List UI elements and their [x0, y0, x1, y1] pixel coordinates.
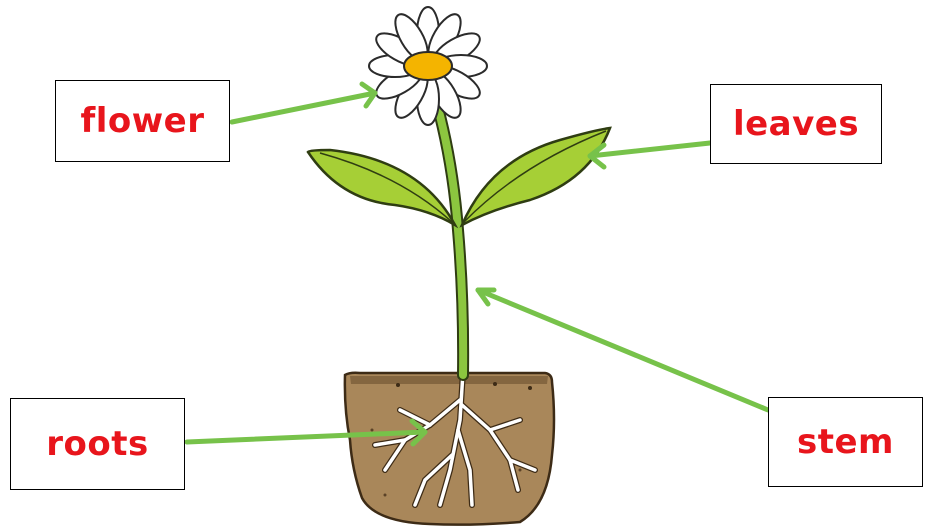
leaves-label-box: leaves [710, 84, 882, 164]
flower-label-box: flower [55, 80, 230, 162]
flower-drawing [369, 7, 487, 125]
stem-label: stem [797, 422, 894, 462]
stem-label-box: stem [768, 397, 923, 487]
flower-label: flower [80, 101, 204, 141]
stem-drawing [430, 80, 463, 375]
roots-label-box: roots [10, 398, 185, 490]
arrow-leaves [590, 143, 710, 167]
arrow-flower [232, 84, 375, 122]
roots-label: roots [46, 424, 148, 464]
soil [345, 373, 554, 525]
leaves-label: leaves [733, 104, 859, 144]
